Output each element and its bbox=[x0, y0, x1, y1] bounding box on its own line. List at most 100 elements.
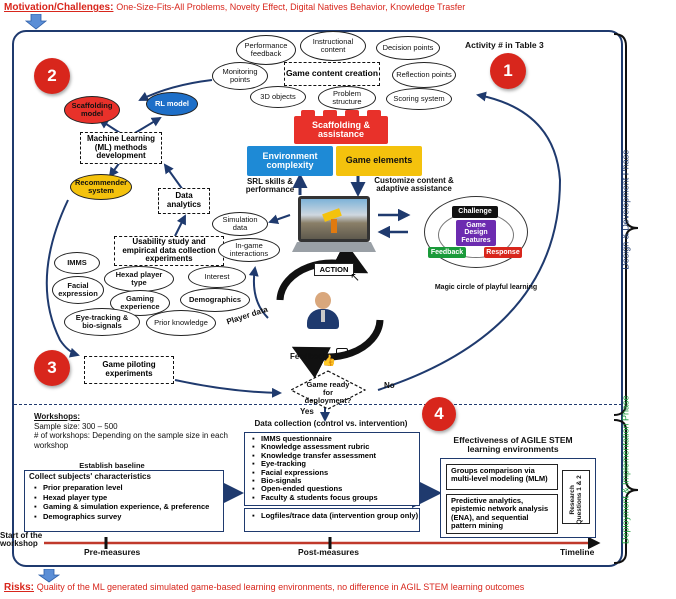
baseline-subtitle: Collect subjects' characteristics bbox=[29, 472, 151, 481]
logs-box: Logfiles/trace data (intervention group … bbox=[244, 508, 420, 532]
collection-list: IMMS questionnaire Knowledge assessment … bbox=[245, 434, 419, 503]
chat-bubble-icon bbox=[336, 348, 348, 358]
magic-response: Response bbox=[484, 247, 522, 258]
content-item-reflection-points: Reflection points bbox=[392, 62, 456, 88]
workshops-line1: Sample size: 300 – 500 bbox=[34, 421, 118, 431]
magic-circle-label: Magic circle of playful learning bbox=[434, 284, 538, 291]
thumbs-up-icon: 👍 bbox=[322, 355, 336, 367]
simulation-data: Simulation data bbox=[212, 212, 268, 236]
no-label: No bbox=[384, 381, 395, 390]
baseline-item: Prior preparation level bbox=[34, 483, 223, 493]
content-item-decision-points: Decision points bbox=[376, 36, 440, 60]
collection-item: Faculty & students focus groups bbox=[252, 493, 419, 503]
rl-model: RL model bbox=[146, 92, 198, 116]
lego-game-elements: Game elements bbox=[336, 146, 422, 176]
phase-braces bbox=[613, 33, 639, 564]
usability-box: Usability study and empirical data colle… bbox=[114, 236, 224, 266]
number-4: 4 bbox=[422, 397, 456, 431]
collection-item: Eye-tracking bbox=[252, 459, 419, 469]
laptop-screen bbox=[298, 196, 370, 242]
player-item-imms: IMMS bbox=[54, 252, 100, 274]
collection-item: Knowledge assessment rubric bbox=[252, 442, 419, 452]
player-item-hexad-player-type: Hexad player type bbox=[104, 266, 174, 292]
bottom-down-arrow bbox=[38, 569, 60, 583]
number-1: 1 bbox=[490, 53, 526, 89]
player-avatar-icon bbox=[306, 292, 340, 330]
game-piloting-box: Game piloting experiments bbox=[84, 356, 174, 384]
collection-item: Facial expressions bbox=[252, 468, 419, 478]
footer-label: Risks: bbox=[4, 582, 35, 593]
lego-stud bbox=[345, 110, 359, 116]
ml-methods-box: Machine Learning (ML) methods developmen… bbox=[80, 132, 162, 164]
feedback-label: Feedback bbox=[290, 352, 327, 361]
player-item-demographics: Demographics bbox=[180, 288, 250, 312]
player-item-eye-tracking: Eye-tracking & bio-signals bbox=[64, 308, 140, 336]
avatar-tie bbox=[321, 310, 325, 322]
mlm-box: Groups comparison via multi-level modeli… bbox=[446, 464, 558, 490]
data-analytics-box: Data analytics bbox=[158, 188, 210, 214]
timeline-start: Start of the workshop bbox=[0, 531, 43, 549]
in-game-interactions: In-game interactions bbox=[218, 238, 280, 262]
action-box: ACTION bbox=[314, 263, 354, 276]
content-item-instructional-content: Instructional content bbox=[300, 31, 366, 61]
collection-item: Open-ended questions bbox=[252, 484, 419, 494]
laptop-keyboard bbox=[292, 242, 376, 252]
content-item-performance-feedback: Performance feedback bbox=[236, 35, 296, 65]
game-scene bbox=[301, 199, 367, 239]
player-item-facial-expression: Facial expression bbox=[52, 276, 104, 304]
decision-text: Game ready for deployment? bbox=[304, 380, 352, 405]
footer: Risks: Quality of the ML generated simul… bbox=[4, 582, 525, 594]
timeline-post: Post-measures bbox=[298, 547, 359, 557]
magic-challenge: Challenge bbox=[452, 206, 498, 218]
scaffolding-model: Scaffolding model bbox=[64, 96, 120, 124]
logs-item: Logfiles/trace data (intervention group … bbox=[252, 511, 419, 521]
magic-circle bbox=[424, 196, 528, 268]
lego-stud bbox=[367, 110, 381, 116]
avatar-head bbox=[315, 292, 331, 309]
customize-label: Customize content & adaptive assistance bbox=[374, 176, 454, 194]
content-item-problem-structure: Problem structure bbox=[318, 86, 376, 110]
lego-top-studs bbox=[297, 110, 385, 116]
baseline-box: Collect subjects' characteristics Prior … bbox=[24, 470, 224, 532]
header: Motivation/Challenges: One-Size-Fits-All… bbox=[4, 2, 466, 14]
main-frame bbox=[12, 30, 623, 567]
cursor-icon: ↖ bbox=[350, 270, 361, 284]
player-item-prior-knowledge: Prior knowledge bbox=[146, 310, 216, 336]
magic-feedback: Feedback bbox=[428, 247, 466, 258]
robot-base bbox=[331, 219, 337, 233]
number-3: 3 bbox=[34, 350, 70, 386]
laptop bbox=[292, 196, 376, 254]
header-text: One-Size-Fits-All Problems, Novelty Effe… bbox=[116, 2, 466, 12]
number-2: 2 bbox=[34, 58, 70, 94]
player-item-interest: Interest bbox=[188, 266, 246, 288]
activity-label: Activity # in Table 3 bbox=[465, 40, 544, 50]
workshops-line2: # of workshops: Depending on the sample … bbox=[34, 431, 228, 450]
timeline-end: Timeline bbox=[560, 547, 595, 557]
content-creation-box: Game content creation bbox=[284, 62, 380, 86]
research-questions-label: Research Questions 1 & 2 bbox=[569, 475, 583, 525]
collection-box: IMMS questionnaire Knowledge assessment … bbox=[244, 432, 420, 506]
header-label: Motivation/Challenges: bbox=[4, 2, 114, 13]
baseline-item: Demographics survey bbox=[34, 512, 223, 522]
content-item-3d-objects: 3D objects bbox=[250, 86, 306, 108]
yes-label: Yes bbox=[300, 407, 314, 416]
srl-label: SRL skills & performance bbox=[245, 177, 295, 195]
baseline-item: Gaming & simulation experience, & prefer… bbox=[34, 502, 223, 512]
content-item-monitoring-points: Monitoring points bbox=[212, 62, 268, 90]
effectiveness-title: Effectiveness of AGILE STEM learning env… bbox=[453, 435, 573, 454]
lego-scaffolding: Scaffolding & assistance bbox=[294, 116, 388, 144]
logs-list: Logfiles/trace data (intervention group … bbox=[245, 509, 419, 521]
collection-item: Bio-signals bbox=[252, 476, 419, 486]
collection-item: IMMS questionnaire bbox=[252, 434, 419, 444]
footer-text: Quality of the ML generated simulated ga… bbox=[36, 582, 525, 592]
lego-environment-complexity: Environment complexity bbox=[247, 146, 333, 176]
research-questions-box: Research Questions 1 & 2 bbox=[562, 470, 590, 524]
predictive-box: Predictive analytics, epistemic network … bbox=[446, 494, 558, 534]
workshops-block: Workshops: Sample size: 300 – 500 # of w… bbox=[34, 412, 234, 450]
collection-item: Knowledge transfer assessment bbox=[252, 451, 419, 461]
timeline-pre: Pre-measures bbox=[84, 547, 141, 557]
deployment-decision: Game ready for deployment? bbox=[290, 370, 366, 410]
collection-title: Data collection (control vs. interventio… bbox=[254, 419, 408, 428]
baseline-title: Establish baseline bbox=[79, 461, 145, 470]
